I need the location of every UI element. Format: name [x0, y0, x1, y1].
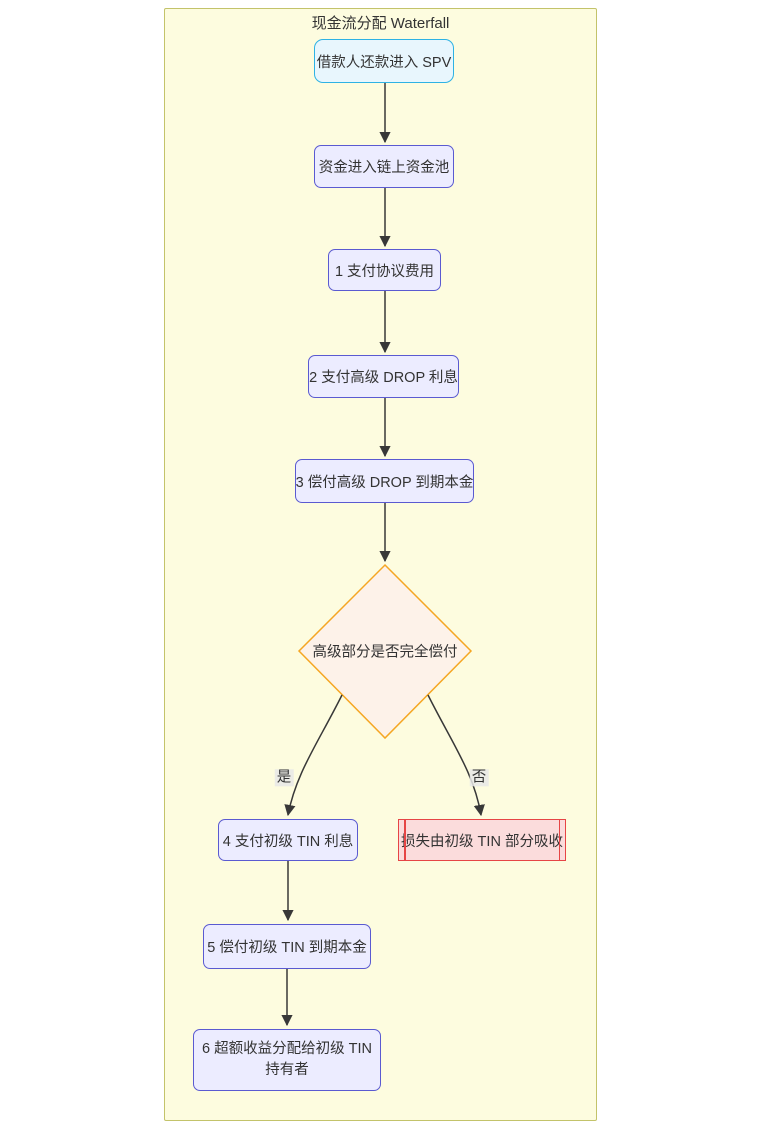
node-step3-repay-senior-drop-principal: 3 偿付高级 DROP 到期本金	[295, 459, 474, 503]
flowchart-edges-layer	[281, 83, 485, 1027]
node-step1-label: 1 支付协议费用	[334, 263, 435, 280]
node-funds-enter-pool-label: 资金进入链上资金池	[318, 160, 450, 176]
node-step1-pay-protocol-fee: 1 支付协议费用	[328, 249, 441, 291]
node-step6-excess-to-junior-tin-holders: 6 超额收益分配给初级 TIN 持有者	[193, 1029, 381, 1091]
node-borrower-repay-spv-label: 借款人还款进入 SPV	[316, 54, 452, 71]
node-loss-label: 损失由初级 TIN 部分吸收	[401, 833, 563, 850]
node-step2-pay-senior-drop-interest: 2 支付高级 DROP 利息	[308, 355, 459, 398]
node-step5-repay-junior-tin-principal: 5 偿付初级 TIN 到期本金	[203, 924, 371, 969]
edge-decision-no	[427, 694, 485, 817]
edge-decision-yes	[284, 694, 343, 817]
node-step2-label: 2 支付高级 DROP 利息	[309, 370, 458, 386]
node-step4-pay-junior-tin-interest: 4 支付初级 TIN 利息	[218, 819, 358, 861]
node-step4-label: 4 支付初级 TIN 利息	[222, 833, 354, 850]
node-step6-label-line1: 6 超额收益分配给初级 TIN	[202, 1040, 372, 1057]
node-funds-enter-pool: 资金进入链上资金池	[314, 145, 454, 188]
diagram-title: 现金流分配 Waterfall	[311, 15, 450, 32]
node-borrower-repay-spv: 借款人还款进入 SPV	[314, 39, 454, 83]
edge-label-no: 否	[469, 769, 489, 787]
waterfall-subgraph-container: 现金流分配 Waterfall 借款人还款进入 SPV 资金进入链上资金池 1 …	[164, 8, 597, 1121]
node-loss-absorbed-by-junior-tin: 损失由初级 TIN 部分吸收	[398, 819, 566, 861]
decision-senior-fully-repaid: 高级部分是否完全偿付	[312, 644, 458, 661]
node-step3-label: 3 偿付高级 DROP 到期本金	[295, 474, 474, 491]
decision-diamond-shape	[297, 563, 473, 740]
node-step5-label: 5 偿付初级 TIN 到期本金	[207, 940, 367, 956]
edge-label-yes: 是	[274, 769, 294, 787]
node-step6-label-line2: 持有者	[265, 1062, 309, 1078]
